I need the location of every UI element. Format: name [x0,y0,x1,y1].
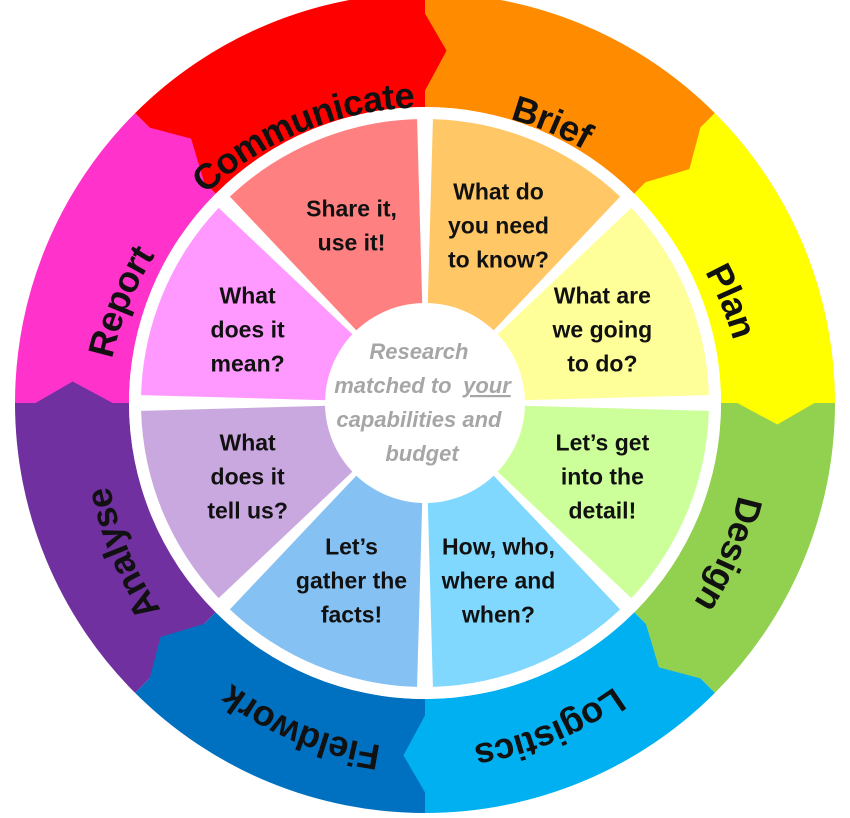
outer-ring [15,0,835,813]
inner-segment-4 [427,474,621,687]
inner-label-1: What do you need to know? [448,179,549,273]
center-line-3: capabilities and [336,407,502,432]
inner-label-line: use it! [318,230,386,256]
outer-arrow-tip [129,122,209,198]
inner-label-line: Let’s get [556,429,650,455]
inner-label-2: What are we going to do? [552,283,653,377]
inner-label-4: How, who, where and when? [441,533,556,627]
outer-arrow-tip [144,619,220,699]
inner-label-line: What do [453,179,544,205]
center-hub [325,303,525,503]
inner-segment-2 [496,207,709,401]
outer-arrow-tip [722,392,833,425]
inner-label-line: detail! [569,497,637,523]
inner-label-line: does it [211,463,285,489]
inner-label-line: Share it, [306,196,397,222]
inner-segment-7 [141,207,354,401]
inner-label-3: Let’s get into the detail! [556,429,650,523]
outer-arrow-tip [630,107,706,187]
inner-segment-1 [427,119,621,332]
inner-label-line: How, who, [442,533,555,559]
inner-label-line: when? [461,601,535,627]
outer-arrow-tip [403,700,436,811]
inner-label-line: to know? [448,247,549,273]
outer-arrow-tip [17,381,128,414]
inner-labels: What do you need to know?What are we going t… [207,179,652,628]
inner-label-line: we going [552,317,653,343]
inner-segment-3 [496,405,709,599]
inner-label-7: What does it mean? [211,283,285,377]
inner-label-line: to do? [567,351,637,377]
outer-arrow-tip [414,0,447,106]
center-text: Research matched to your capabilities an… [334,339,517,466]
center-line-1: Research [369,339,468,364]
inner-label-line: you need [448,213,549,239]
inner-label-8: Share it, use it! [306,196,397,256]
outer-segment-report [15,113,216,403]
outer-segment-brief [425,0,715,194]
inner-segment-8 [229,119,423,332]
inner-ring [141,119,709,687]
inner-segment-5 [229,474,423,687]
inner-label-line: does it [211,317,285,343]
center-line-2b: your [462,373,512,398]
inner-label-line: gather the [296,567,407,593]
center-line-4: budget [385,441,460,466]
inner-label-5: Let’s gather the facts! [296,533,407,627]
inner-label-line: facts! [321,601,382,627]
inner-label-line: What are [554,283,651,309]
inner-label-line: What [220,283,277,309]
outer-arrow-tip [641,608,721,684]
inner-segment-6 [141,405,354,599]
outer-segment-logistics [425,612,715,813]
outer-segment-communicate [135,0,425,194]
inner-label-line: mean? [211,351,285,377]
inner-label-line: Let’s [325,533,378,559]
inner-label-6: What does it tell us? [207,429,288,523]
outer-segment-analyse [15,403,216,693]
outer-segment-design [634,403,835,693]
inner-label-line: What [220,429,277,455]
center-line-2a: matched to [334,373,451,398]
inner-label-line: tell us? [207,497,288,523]
outer-segment-fieldwork [135,612,425,813]
outer-segment-plan [634,113,835,403]
inner-label-line: into the [561,463,644,489]
inner-label-line: where and [441,567,556,593]
